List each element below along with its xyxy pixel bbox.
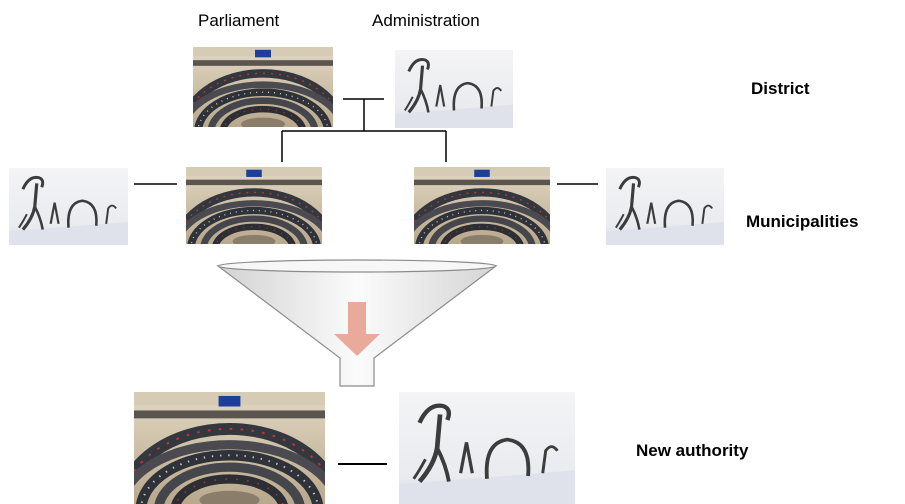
parliament-label: Parliament xyxy=(198,11,280,30)
administration-label: Administration xyxy=(372,11,480,30)
new-authority-label: New authority xyxy=(636,441,749,460)
district-label: District xyxy=(751,79,810,98)
funnel-icon xyxy=(216,259,498,387)
down-arrow-icon xyxy=(334,302,380,356)
municipalities-label: Municipalities xyxy=(746,212,859,231)
